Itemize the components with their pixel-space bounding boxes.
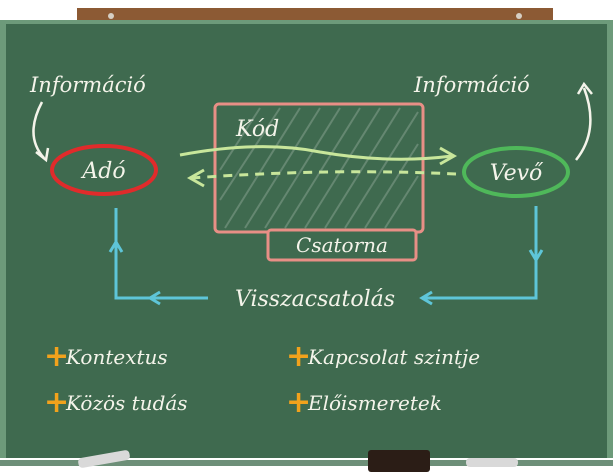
screw-right: [516, 13, 522, 19]
screw-left: [108, 13, 114, 19]
info-left-label: Információ: [29, 73, 146, 97]
info-right-label: Információ: [413, 73, 530, 97]
factor-item-2: Kapcsolat szintje: [307, 345, 480, 369]
chalk-piece-right: [466, 458, 518, 467]
sender-label: Adó: [80, 159, 125, 184]
eraser: [368, 450, 430, 472]
channel-label: Csatorna: [296, 233, 388, 257]
code-label: Kód: [235, 117, 279, 142]
feedback-label: Visszacsatolás: [235, 287, 395, 312]
factor-item-3: Közös tudás: [65, 391, 188, 415]
factor-item-1: Kontextus: [65, 345, 168, 369]
factor-item-4: Előismeretek: [307, 391, 442, 415]
receiver-label: Vevő: [490, 161, 544, 186]
